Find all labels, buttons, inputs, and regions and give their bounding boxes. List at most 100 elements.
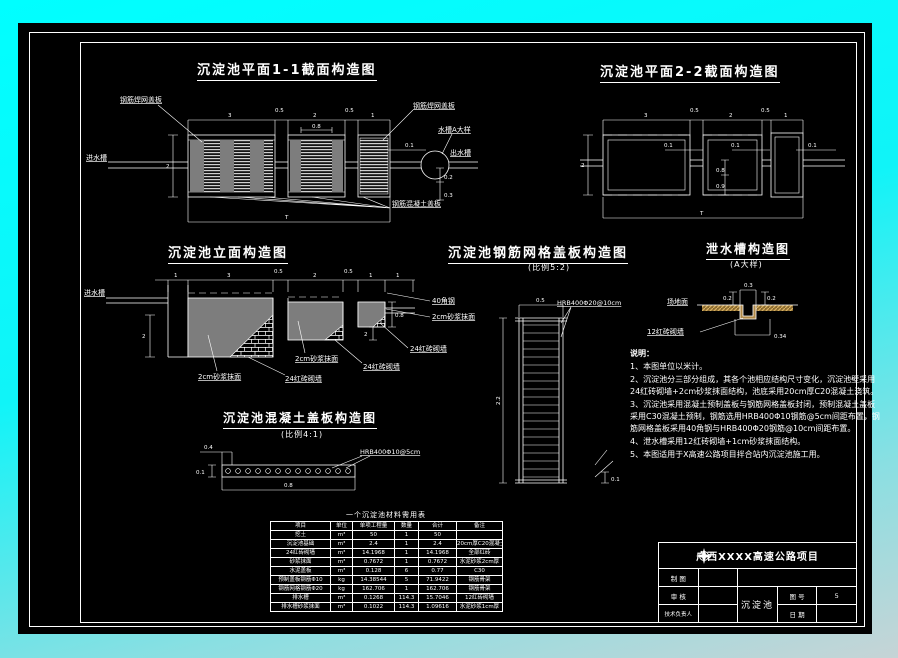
pipe-detail-label: 水槽A大样 <box>438 125 471 134</box>
tech-lead-label: 技术负责人 <box>658 604 699 623</box>
brick-label-right: 24红砖砌墙 <box>410 344 447 353</box>
dim: 3 <box>228 113 232 119</box>
tech-lead-value <box>697 604 739 623</box>
general-notes: 说明： 1、本图单位以米计。 2、沉淀池分三部分组成，其各个池相应结构尺寸变化，… <box>630 348 880 462</box>
drawing-grid-cover: 0.5 2.2 HRB400Φ20@10cm 0.1 <box>496 298 621 484</box>
cell: 水泥砂浆1cm厚 <box>456 602 503 612</box>
dim: 2 <box>581 163 585 169</box>
dim: 0.1 <box>405 143 414 149</box>
dim: 0.1 <box>664 143 673 149</box>
sheet-outer-frame <box>29 32 865 627</box>
cell: 排水槽砂浆抹面 <box>270 602 331 612</box>
drafter-value <box>697 568 739 587</box>
scale-grid-cover: (比例5:2) <box>528 263 571 272</box>
cell: 钢筋网格钢筋Φ20 <box>270 584 331 594</box>
dim: 2 <box>313 273 317 279</box>
col-header: 单项工程量 <box>352 521 395 531</box>
col-header: 数量 <box>394 521 419 531</box>
cell: m³ <box>330 530 353 540</box>
drawing-elevation: 进水槽 1 3 0.5 2 0.5 1 1 2 <box>84 269 475 383</box>
cell: 0.1268 <box>352 593 395 603</box>
dim: 0.5 <box>690 108 699 114</box>
cell: m³ <box>330 539 353 549</box>
cell: 2.4 <box>418 539 457 549</box>
dim: 1 <box>174 273 178 279</box>
dim: 2 <box>364 332 368 338</box>
cell: 0.77 <box>418 566 457 576</box>
dim: 0.4 <box>204 445 213 451</box>
ground-label: 场地面 <box>667 297 688 306</box>
dim: 2.2 <box>496 396 502 405</box>
drafter-label: 制 图 <box>658 568 699 587</box>
cell: 0.128 <box>352 566 395 576</box>
dim: 0.8 <box>395 313 404 319</box>
title-block-row: 审 核 沉淀池 图 号 5 <box>658 586 857 623</box>
title-block-row: 制 图 <box>658 568 857 587</box>
dim: 0.5 <box>761 108 770 114</box>
cell: 114.3 <box>394 593 419 603</box>
cell <box>456 530 503 540</box>
drawing-no-label: 图 号 <box>776 586 818 605</box>
cell: 1 <box>394 557 419 567</box>
title-block-project-row: 广西XXXX高速公路项目 <box>658 542 857 569</box>
col-header: 合计 <box>418 521 457 531</box>
mesh-cover-label-right: 钢筋焊网盖板 <box>413 101 455 110</box>
dim: 0.5 <box>536 298 545 304</box>
cell: 钢筋骨架 <box>456 575 503 585</box>
cell: 1 <box>394 539 419 549</box>
dim: 2 <box>166 164 170 170</box>
dim: T <box>284 215 289 221</box>
cell: kg <box>330 584 353 594</box>
cell: 24红砖砌墙 <box>270 548 331 558</box>
dim: 0.2 <box>444 175 453 181</box>
dim: 0.5 <box>345 108 354 114</box>
dim: 2 <box>142 334 146 340</box>
dim: 0.5 <box>344 269 353 275</box>
drawing-plan-1-1: 进水槽 出水槽 水槽A大样 0.2 0.3 3 0.5 2 <box>86 95 478 223</box>
drawing-plan-2-2: 0.1 0.1 0.1 3 0.5 2 0.5 1 2 0.8 0.9 T <box>580 108 845 219</box>
cell: 砂浆抹面 <box>270 557 331 567</box>
dim: 2 <box>313 113 317 119</box>
cell: m³ <box>330 593 353 603</box>
dim: 3 <box>644 113 648 119</box>
title-drain: 泄水槽构造图 <box>706 240 791 260</box>
dim: 0.1 <box>731 143 740 149</box>
dim: 0.1 <box>808 143 817 149</box>
mesh-cover-label-left: 钢筋焊网盖板 <box>120 95 162 104</box>
cell: 1 <box>394 584 419 594</box>
cell: 水泥砂浆2cm厚 <box>456 557 503 567</box>
project-name-cell: 广西XXXX高速公路项目 <box>658 542 857 569</box>
cell: 14.1968 <box>418 548 457 558</box>
dim: 0.9 <box>716 184 725 190</box>
rebar-spec-label: HRB400Φ10@5cm <box>360 448 420 456</box>
title-grid-cover: 沉淀池钢筋网格盖板构造图 <box>448 242 629 264</box>
rebar-spec-label: HRB400Φ20@10cm <box>557 299 621 307</box>
dim: 0.34 <box>774 334 787 340</box>
title-block-row: 技术负责人 日 期 <box>658 604 857 623</box>
dim: 3 <box>227 273 231 279</box>
note-line: 4、泄水槽采用12红砖砌墙+1cm砂浆抹面结构。 <box>630 437 806 446</box>
cell: 50 <box>418 530 457 540</box>
checker-label: 审 核 <box>658 586 699 605</box>
cell: 20cm厚C20混凝土 <box>456 539 503 549</box>
title-elevation: 沉淀池立面构造图 <box>168 242 289 264</box>
plaster-label-right: 2cm砂浆抹面 <box>432 312 475 321</box>
cell: 50 <box>352 530 395 540</box>
cell: 1 <box>394 530 419 540</box>
plaster-label-big: 2cm砂浆抹面 <box>198 372 241 381</box>
note-line: 2、沉淀池分三部分组成，其各个池相应结构尺寸变化，沉淀池壁采用24红砖砌墙+2c… <box>630 375 879 396</box>
cell: m³ <box>330 566 353 576</box>
dim: 0.5 <box>274 269 283 275</box>
note-line: 1、本图单位以米计。 <box>630 362 708 371</box>
date-label: 日 期 <box>776 604 818 623</box>
dim: 2 <box>729 113 733 119</box>
cell: m³ <box>330 557 353 567</box>
dim: 0.3 <box>744 283 753 289</box>
